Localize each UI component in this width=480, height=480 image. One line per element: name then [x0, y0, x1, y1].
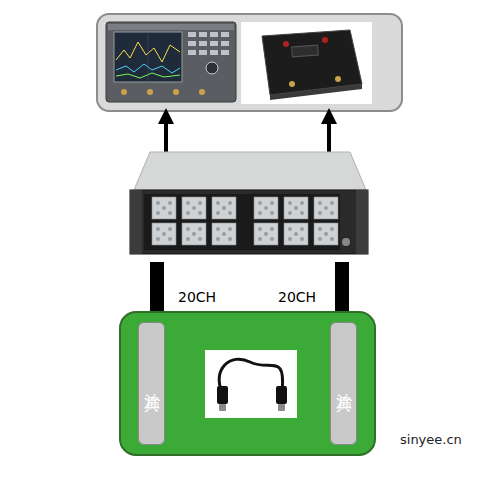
switch-module: [314, 223, 338, 245]
connector: [162, 232, 166, 236]
connector: [318, 211, 322, 215]
switch-module: [212, 223, 236, 245]
connector: [318, 201, 322, 205]
connector: [216, 211, 220, 215]
switch-module: [182, 223, 206, 245]
connector: [216, 237, 220, 241]
connector: [318, 227, 322, 231]
connector: [198, 211, 202, 215]
connector: [186, 227, 190, 231]
connector: [258, 211, 262, 215]
switch-module: [284, 223, 308, 245]
connector: [300, 201, 304, 205]
connector: [330, 237, 334, 241]
connector: [156, 227, 160, 231]
connector: [186, 211, 190, 215]
connector: [270, 237, 274, 241]
switch-module: [284, 197, 308, 219]
connector: [228, 211, 232, 215]
connector: [216, 227, 220, 231]
connector: [300, 211, 304, 215]
switch-module: [314, 197, 338, 219]
connector: [228, 201, 232, 205]
instrument-panel: [97, 14, 402, 111]
connector: [294, 232, 298, 236]
fixture-bar: 治具: [138, 322, 165, 445]
connector: [258, 227, 262, 231]
connector: [318, 237, 322, 241]
fixture-bar: 治具: [330, 322, 357, 445]
connector: [216, 201, 220, 205]
connector: [324, 206, 328, 210]
connector: [270, 227, 274, 231]
connector: [264, 206, 268, 210]
connector: [162, 206, 166, 210]
channel-bus: [150, 262, 349, 314]
switch-unit: [130, 152, 368, 254]
connector: [156, 201, 160, 205]
connector: [168, 201, 172, 205]
connector: [288, 201, 292, 205]
usb-c-cable: [205, 350, 297, 418]
connector: [264, 232, 268, 236]
connector: [288, 227, 292, 231]
connector: [222, 206, 226, 210]
connector: [168, 227, 172, 231]
connector: [330, 201, 334, 205]
connector: [156, 211, 160, 215]
fixture-label: 治具: [144, 380, 160, 388]
switch-module: [152, 197, 176, 219]
watermark: sinyee.cn: [400, 433, 462, 446]
switch-module: [254, 197, 278, 219]
connector: [300, 237, 304, 241]
connector: [198, 227, 202, 231]
connector: [192, 206, 196, 210]
connector: [288, 211, 292, 215]
channel-count: 20CH: [278, 290, 316, 304]
connector: [186, 237, 190, 241]
connector: [258, 201, 262, 205]
connector: [228, 237, 232, 241]
switch-module: [254, 223, 278, 245]
connector: [300, 227, 304, 231]
connector: [330, 211, 334, 215]
switch-module: [152, 223, 176, 245]
connector: [330, 227, 334, 231]
connector: [270, 201, 274, 205]
switch-module: [182, 197, 206, 219]
connector: [198, 201, 202, 205]
switch-module: [212, 197, 236, 219]
fixture-board: [120, 312, 375, 455]
connector: [228, 227, 232, 231]
connector: [168, 237, 172, 241]
connector: [222, 232, 226, 236]
connector: [156, 237, 160, 241]
connector: [288, 237, 292, 241]
connector: [192, 232, 196, 236]
fixture-label: 治具: [336, 380, 352, 388]
connector: [198, 237, 202, 241]
connector: [258, 237, 262, 241]
connector: [270, 211, 274, 215]
connector: [186, 201, 190, 205]
connector: [294, 206, 298, 210]
channel-count: 20CH: [178, 290, 216, 304]
connector: [324, 232, 328, 236]
connector: [168, 211, 172, 215]
